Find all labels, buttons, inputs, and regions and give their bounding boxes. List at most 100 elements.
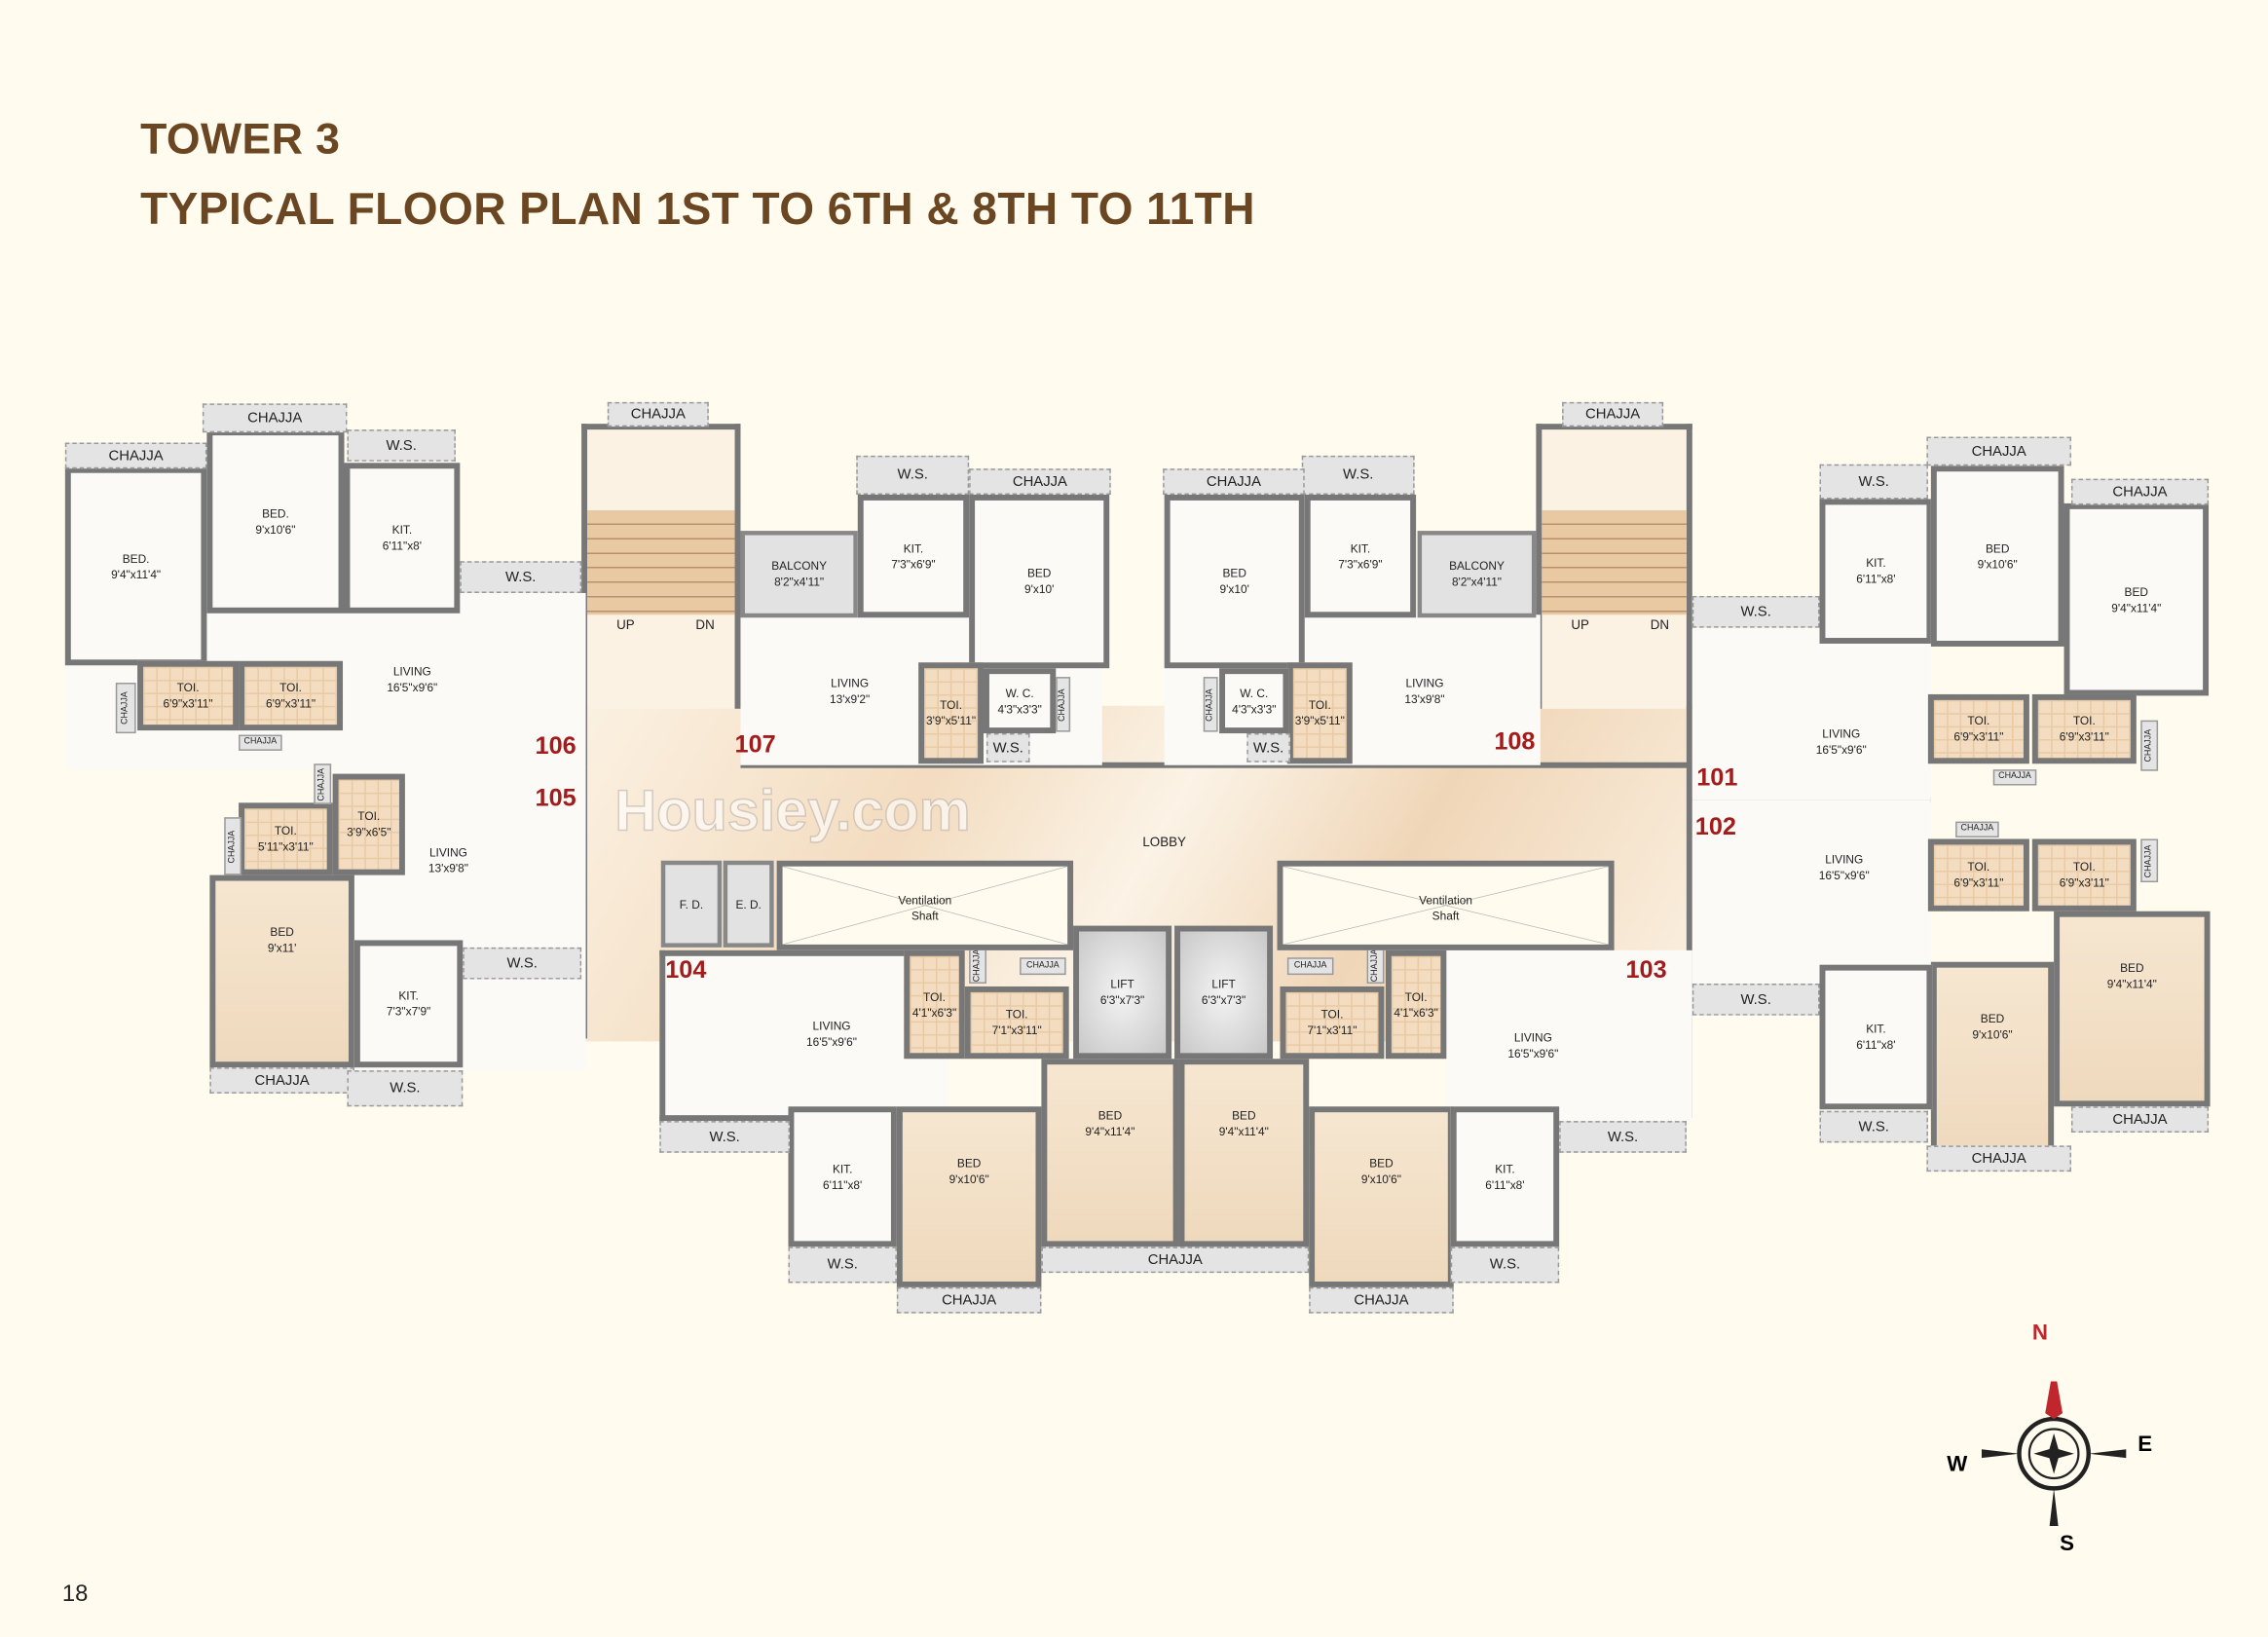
unit-102-chajja: CHAJJA — [2140, 838, 2159, 883]
unit-108-kit: KIT.7'3"x6'9" — [1304, 494, 1417, 618]
compass-west-label: W — [1947, 1452, 1968, 1477]
unit-108-chajja: CHAJJA — [1203, 677, 1218, 732]
unit-number-107: 107 — [734, 730, 776, 759]
unit-105-bed: BED 9'x11' — [209, 874, 354, 1068]
unit-106-chajja: CHAJJA — [202, 403, 348, 433]
room-name: LIVING — [392, 665, 431, 679]
room-dimension: 9'x10'6" — [948, 1172, 989, 1186]
room-name: W.S. — [1858, 1118, 1889, 1135]
room-name: KIT. — [1495, 1162, 1515, 1175]
unit-number-103: 103 — [1625, 955, 1667, 985]
room-name: CHAJJA — [1147, 1251, 1203, 1268]
room-dimension: 4'3"x3'3" — [1232, 702, 1277, 716]
room-name: W.S. — [390, 1080, 421, 1097]
room-dimension: 7'3"x6'9" — [1338, 557, 1383, 571]
room-name: TOI. — [1005, 1008, 1028, 1022]
unit-105-w-s: W.S. — [347, 1070, 464, 1107]
room-name: Ventilation — [898, 893, 952, 908]
common-chajja: CHAJJA — [607, 401, 709, 428]
room-name: CHAJJA — [254, 1072, 310, 1089]
room-dimension: 9'x10' — [1219, 582, 1249, 596]
room-dimension: Shaft — [1431, 910, 1460, 923]
unit-106-chajja: CHAJJA — [115, 683, 136, 734]
unit-102-chajja: CHAJJA — [1926, 1145, 2071, 1172]
unit-104-chajja: CHAJJA — [1020, 957, 1066, 976]
room-dimension: 3'9"x6'5" — [347, 826, 391, 839]
room-dimension: 4'3"x3'3" — [997, 702, 1042, 716]
room-name: TOI. — [1967, 860, 1990, 874]
unit-101-w-s: W.S. — [1819, 464, 1928, 500]
room-dimension: 6'11"x8' — [382, 539, 423, 553]
unit-103-w-s: W.S. — [1450, 1246, 1560, 1284]
unit-107-chajja: CHAJJA — [969, 468, 1111, 495]
unit-101-chajja: CHAJJA — [1992, 769, 2037, 786]
common-lobby: LOBBY — [1070, 825, 1258, 861]
compass-north-label: N — [2031, 1321, 2048, 1346]
unit-105-w-s: W.S. — [463, 947, 582, 980]
watermark-logo: Housiey.com — [614, 779, 972, 844]
room-name: CHAJJA — [1971, 1150, 2026, 1167]
room-dimension: 6'9"x3'11" — [1953, 876, 2004, 890]
unit-104-kit: KIT.6'11"x8' — [788, 1106, 897, 1247]
room-dimension: 13'x9'8" — [428, 862, 469, 875]
unit-102-chajja: CHAJJA — [2070, 1106, 2210, 1133]
unit-102-chajja: CHAJJA — [1955, 821, 1999, 837]
common-up: UP — [1555, 614, 1606, 636]
unit-106-bed: BED.9'x10'6" — [206, 429, 345, 614]
room-dimension: 9'4"x11'4" — [1218, 1125, 1269, 1138]
room-name: TOI. — [357, 809, 381, 824]
unit-108-w-s: W.S. — [1301, 455, 1415, 495]
room-name: CHAJJA — [317, 767, 326, 800]
room-name: KIT. — [1866, 556, 1886, 571]
room-name: CHAJJA — [227, 830, 237, 863]
room-name: CHAJJA — [1585, 406, 1641, 423]
unit-108-w-s: W.S. — [1246, 733, 1290, 763]
room-dimension: 6'11"x8' — [1485, 1177, 1525, 1192]
room-name: W.S. — [897, 466, 928, 484]
room-name: W.S. — [386, 437, 417, 454]
unit-101-chajja: CHAJJA — [2070, 478, 2210, 505]
unit-106-toi: TOI.6'9"x3'11" — [137, 660, 240, 731]
room-dimension: Shaft — [911, 910, 939, 923]
unit-105-toi: TOI. 3'9"x6'5" — [332, 773, 405, 875]
compass-icon — [1981, 1381, 2127, 1526]
unit-number-101: 101 — [1696, 763, 1738, 792]
room-dimension: 9'x10'6" — [1977, 557, 2018, 571]
room-dimension: 6'9"x3'11" — [163, 696, 213, 711]
room-dimension: 9'x11' — [267, 941, 297, 955]
unit-104-chajja: CHAJJA — [1041, 1246, 1310, 1274]
room-name: KIT. — [391, 523, 413, 538]
room-name: CHAJJA — [1206, 473, 1262, 490]
unit-107-toi: TOI.3'9"x5'11" — [918, 662, 985, 764]
room-name: W.S. — [709, 1129, 740, 1145]
room-dimension: 4'1"x6'3" — [1394, 1006, 1438, 1020]
room-name: LIFT — [1110, 978, 1134, 991]
room-name: CHAJJA — [247, 410, 303, 427]
room-name: DN — [1650, 617, 1670, 633]
room-name: CHAJJA — [108, 447, 164, 465]
room-name: BED — [270, 925, 294, 939]
room-dimension: 9'4"x11'4" — [1085, 1125, 1135, 1138]
room-name: BED — [1980, 1012, 2005, 1026]
unit-104-floor — [659, 949, 949, 1122]
room-name: CHAJJA — [1058, 688, 1067, 722]
room-name: CHAJJA — [1960, 824, 1994, 834]
unit-108-chajja: CHAJJA — [1163, 468, 1305, 495]
room-name: TOI. — [2072, 860, 2096, 874]
unit-107-w-s: W.S. — [856, 455, 970, 495]
room-name: CHAJJA — [1206, 688, 1214, 722]
room-name: E. D. — [735, 897, 762, 911]
common-e-d: E. D. — [723, 860, 774, 948]
unit-101-chajja: CHAJJA — [1926, 436, 2071, 466]
